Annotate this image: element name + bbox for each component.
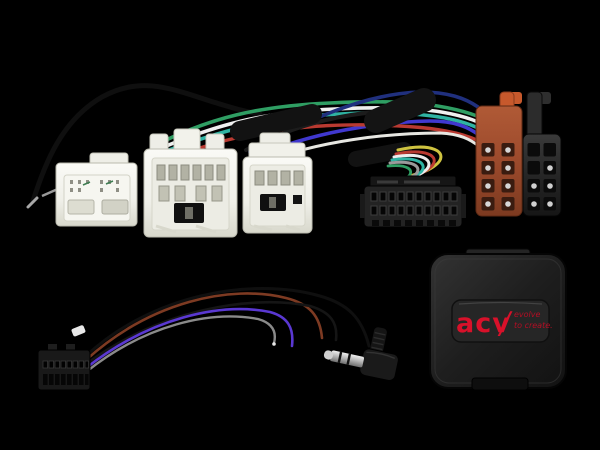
black-20pin-plug: [360, 175, 466, 228]
slot-right: [101, 199, 129, 215]
acv-logo-slash: /: [497, 306, 513, 341]
side-tab-left: [360, 194, 365, 218]
wire-purple: [84, 307, 294, 370]
pin-row-1: [156, 164, 226, 181]
wire-ferrule-tip: [26, 196, 39, 209]
socket-row: [42, 360, 89, 369]
wire-grey: [84, 315, 276, 374]
rib-shading: [253, 224, 301, 232]
plate-highlight: [458, 301, 543, 305]
black-loop-wire: [30, 83, 263, 204]
iso-plug-brown: [475, 91, 523, 217]
rib-shading: [155, 224, 217, 234]
strain-relief-ridges: [371, 331, 386, 351]
wire-black-to-jack: [84, 287, 371, 358]
key-slot-pin: [185, 207, 193, 219]
contact-marks: [82, 180, 114, 186]
slot-left: [67, 199, 95, 215]
top-harness: [26, 83, 562, 238]
acv-tagline-line1: evolve: [514, 310, 541, 319]
white-plug-small: [41, 152, 138, 227]
teeth-row: [43, 374, 89, 385]
body-highlight: [366, 351, 396, 359]
jack-plug-35mm: [323, 327, 399, 382]
wire-blue: [251, 119, 481, 160]
bottom-tab: [471, 377, 529, 391]
wire-green: [150, 100, 479, 149]
wire-brown: [84, 292, 324, 362]
pin-grid: [370, 191, 458, 216]
small-socket: [293, 195, 302, 204]
tape-wrap-lower: [348, 142, 412, 167]
acv-tagline-line2: to create.: [514, 321, 553, 330]
swc-patch-lead: [37, 287, 399, 391]
shaft-ring-1: [337, 351, 343, 364]
top-bump-2: [66, 344, 75, 352]
white-cable-tie: [71, 325, 86, 337]
top-bump-1: [48, 344, 57, 352]
shaft-ring-2: [346, 353, 352, 365]
contact-pins: [531, 165, 553, 207]
black-16pin-plug: [37, 344, 91, 391]
acv-logo-plate: acv / evolve to create.: [451, 299, 553, 343]
wire-black-loose: [84, 300, 338, 366]
grey-wire-tip: [272, 342, 276, 346]
cavities: [527, 143, 556, 211]
pin-row-2: [158, 185, 223, 202]
patch-lead-wires: [71, 287, 371, 374]
wire-teal: [146, 111, 480, 160]
white-plug-large: [143, 128, 238, 238]
side-tab-right: [461, 194, 466, 218]
iso-plug-black: [522, 91, 562, 217]
white-plug-medium: [242, 132, 313, 234]
contact-pins: [485, 147, 511, 207]
pin-row: [254, 170, 304, 186]
jack-shaft: [330, 350, 364, 368]
interface-box: acv / evolve to create.: [429, 248, 567, 391]
plate: [451, 299, 550, 343]
bottom-teeth: [372, 220, 456, 226]
tape-wrap-left: [230, 104, 322, 141]
tape-wrap-upper: [364, 88, 436, 133]
jack-tip: [323, 350, 334, 360]
key-slot-pin: [269, 197, 276, 208]
acv-logo-text: acv: [456, 308, 511, 339]
